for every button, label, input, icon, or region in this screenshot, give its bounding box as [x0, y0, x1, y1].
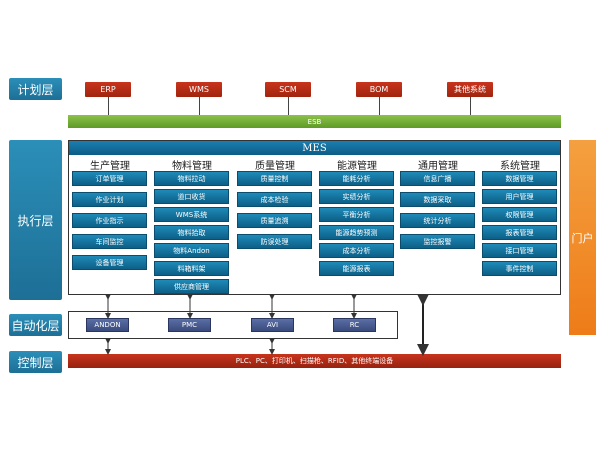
module-item[interactable]: 作业指示 [72, 213, 147, 228]
system-other: 其他系统 [447, 82, 493, 97]
layer-label-auto: 自动化层 [9, 314, 62, 336]
column-head-general: 通用管理 [418, 161, 458, 172]
module-item[interactable]: 能源趋势预测 [319, 225, 394, 240]
system-scm: SCM [265, 82, 311, 97]
module-item[interactable]: 能源报表 [319, 261, 394, 276]
mes-bar: MES [69, 141, 560, 155]
module-item[interactable]: 成本分析 [319, 243, 394, 258]
module-item[interactable]: 接口管理 [482, 243, 557, 258]
control-bar: PLC、PC、打印机、扫描枪、RFID、其他终端设备 [68, 354, 561, 368]
column-head-energy: 能源管理 [337, 161, 377, 172]
module-item[interactable]: 监控报警 [400, 234, 475, 249]
connector-line [108, 97, 109, 115]
module-item[interactable]: 报表管理 [482, 225, 557, 240]
module-item[interactable]: 物料Andon [154, 243, 229, 258]
module-item[interactable]: 设备管理 [72, 255, 147, 270]
column-head-quality: 质量管理 [255, 161, 295, 172]
module-item[interactable]: 统计分析 [400, 213, 475, 228]
module-item[interactable]: 车间监控 [72, 234, 147, 249]
column-head-material: 物料管理 [172, 161, 212, 172]
module-item[interactable]: 质量追溯 [237, 213, 312, 228]
module-item[interactable]: 成本检验 [237, 192, 312, 207]
esb-bar: ESB [68, 115, 561, 128]
module-item[interactable]: 权限管理 [482, 207, 557, 222]
column-head-system: 系统管理 [500, 161, 540, 172]
column-head-production: 生产管理 [90, 161, 130, 172]
module-item[interactable]: 能耗分析 [319, 171, 394, 186]
module-item[interactable]: 订单管理 [72, 171, 147, 186]
system-bom: BOM [356, 82, 402, 97]
connector-line [288, 97, 289, 115]
module-item[interactable]: 质量控制 [237, 171, 312, 186]
layer-label-ctrl: 控制层 [9, 351, 62, 373]
module-item[interactable]: 平衡分析 [319, 207, 394, 222]
module-item[interactable]: 信息广播 [400, 171, 475, 186]
layer-label-exec: 执行层 [9, 140, 62, 300]
system-wms: WMS [176, 82, 222, 97]
system-erp: ERP [85, 82, 131, 97]
module-item[interactable]: WMS系统 [154, 207, 229, 222]
execution-box [68, 140, 561, 295]
connector-line [470, 97, 471, 115]
module-item[interactable]: 数据管理 [482, 171, 557, 186]
module-item[interactable]: 防误处理 [237, 234, 312, 249]
module-item[interactable]: 道口收货 [154, 189, 229, 204]
module-item[interactable]: 数据采取 [400, 192, 475, 207]
connector-line [379, 97, 380, 115]
module-item[interactable]: 物料拾取 [154, 225, 229, 240]
module-item[interactable]: 作业计划 [72, 192, 147, 207]
module-item[interactable]: 实绩分析 [319, 189, 394, 204]
auto-item-rc[interactable]: RC [333, 318, 376, 332]
module-item[interactable]: 用户管理 [482, 189, 557, 204]
connector-line [199, 97, 200, 115]
layer-label-plan: 计划层 [9, 78, 62, 100]
module-item[interactable]: 料箱料架 [154, 261, 229, 276]
module-item[interactable]: 供应商管理 [154, 279, 229, 294]
module-item[interactable]: 物料拉动 [154, 171, 229, 186]
module-item[interactable]: 事件控制 [482, 261, 557, 276]
portal-bar: 门户 [569, 140, 596, 335]
